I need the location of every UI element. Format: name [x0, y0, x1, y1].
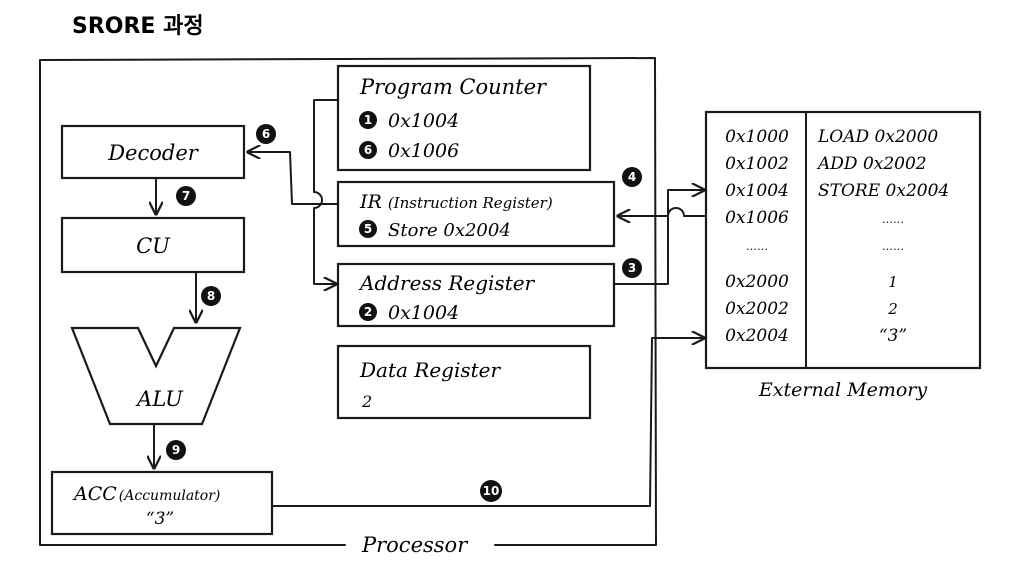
mem-content: “3” — [879, 326, 907, 346]
ir-label-sub: (Instruction Register) — [388, 194, 553, 212]
address-to-memory-line — [613, 190, 704, 285]
cu-box — [60, 216, 246, 274]
program-counter-box — [336, 64, 592, 172]
mem-content: 1 — [888, 273, 898, 291]
badge-ir-bus-text: 4 — [628, 170, 636, 184]
mem-content: …… — [882, 240, 904, 253]
mem-address: 0x1006 — [725, 208, 789, 228]
badge-addr-bus: 3 — [622, 258, 642, 278]
pc-step-6-text: 6 — [364, 143, 372, 157]
pc-value-2: 0x1006 — [388, 140, 459, 162]
badge-to-decoder-text: 6 — [262, 127, 270, 141]
ir-to-decoder-line — [248, 152, 339, 205]
pc-value-1: 0x1004 — [388, 110, 459, 132]
acc-value: “3” — [146, 509, 174, 529]
processor-boundary — [39, 57, 657, 546]
pc-to-address-bus — [313, 99, 339, 284]
badge-cu-alu-text: 8 — [207, 289, 215, 303]
acc-label-sub: (Accumulator) — [119, 488, 221, 504]
ir-step-text: 5 — [364, 222, 372, 236]
mem-address: 0x1000 — [725, 127, 789, 147]
mem-content: …… — [882, 213, 904, 226]
alu-label: ALU — [135, 387, 184, 411]
badge-acc-mem-text: 10 — [483, 484, 500, 498]
mem-content: STORE 0x2004 — [818, 181, 949, 201]
mem-address: 0x2004 — [725, 326, 789, 346]
mem-address: 0x1002 — [725, 154, 789, 174]
cu-label: CU — [136, 234, 171, 258]
mem-content: 2 — [887, 300, 898, 318]
badge-addr-bus-text: 3 — [628, 261, 636, 275]
program-counter-label: Program Counter — [359, 75, 548, 99]
badge-alu-acc: 9 — [166, 440, 186, 460]
decoder-label: Decoder — [107, 141, 200, 165]
addr-step-text: 2 — [364, 305, 372, 319]
mem-address: 0x2000 — [725, 272, 789, 292]
ir-box — [336, 180, 616, 248]
badge-alu-acc-text: 9 — [172, 443, 180, 457]
pc-step-badge-1: 1 — [359, 111, 377, 129]
acc-label-main: ACC — [72, 483, 117, 505]
addr-step-badge: 2 — [359, 303, 377, 321]
address-register-box — [336, 262, 616, 328]
decoder-box — [60, 124, 246, 180]
alu-shape — [70, 326, 242, 426]
acc-label: ACC(Accumulator) — [72, 483, 220, 505]
memory-address-column: 0x1000 0x1002 0x1004 0x1006 …… 0x2000 0x… — [725, 127, 789, 346]
mem-address: 0x2002 — [725, 299, 789, 319]
pc-step-1-text: 1 — [364, 113, 372, 127]
ir-value: Store 0x2004 — [388, 220, 511, 241]
processor-label: Processor — [361, 533, 469, 557]
badge-ir-bus: 4 — [622, 167, 642, 187]
pc-step-badge-6: 6 — [359, 141, 377, 159]
memory-to-ir-line — [618, 207, 707, 216]
acc-to-memory-line — [271, 338, 704, 507]
badge-decoder-cu-text: 7 — [182, 189, 190, 203]
ir-label: IR (Instruction Register) — [359, 191, 553, 213]
diagram-title: SRORE 과정 — [72, 14, 204, 39]
mem-content: ADD 0x2002 — [816, 154, 927, 174]
badge-acc-mem: 10 — [480, 480, 502, 502]
ir-step-badge: 5 — [359, 220, 377, 238]
external-memory-box — [704, 110, 982, 370]
data-register-value: 2 — [361, 392, 372, 411]
address-register-label: Address Register — [358, 271, 536, 295]
badge-cu-alu: 8 — [201, 286, 221, 306]
acc-box — [50, 470, 274, 536]
data-register-label: Data Register — [359, 358, 502, 382]
memory-content-column: LOAD 0x2000 ADD 0x2002 STORE 0x2004 …… …… — [816, 127, 949, 346]
mem-content: LOAD 0x2000 — [817, 127, 938, 147]
badge-decoder-cu: 7 — [176, 186, 196, 206]
address-register-value: 0x1004 — [388, 302, 459, 324]
mem-address: 0x1004 — [725, 181, 789, 201]
mem-address: …… — [746, 240, 768, 253]
ir-label-main: IR — [359, 191, 382, 213]
badge-to-decoder: 6 — [256, 124, 276, 144]
external-memory-label: External Memory — [758, 379, 927, 401]
data-register-box — [336, 344, 592, 420]
